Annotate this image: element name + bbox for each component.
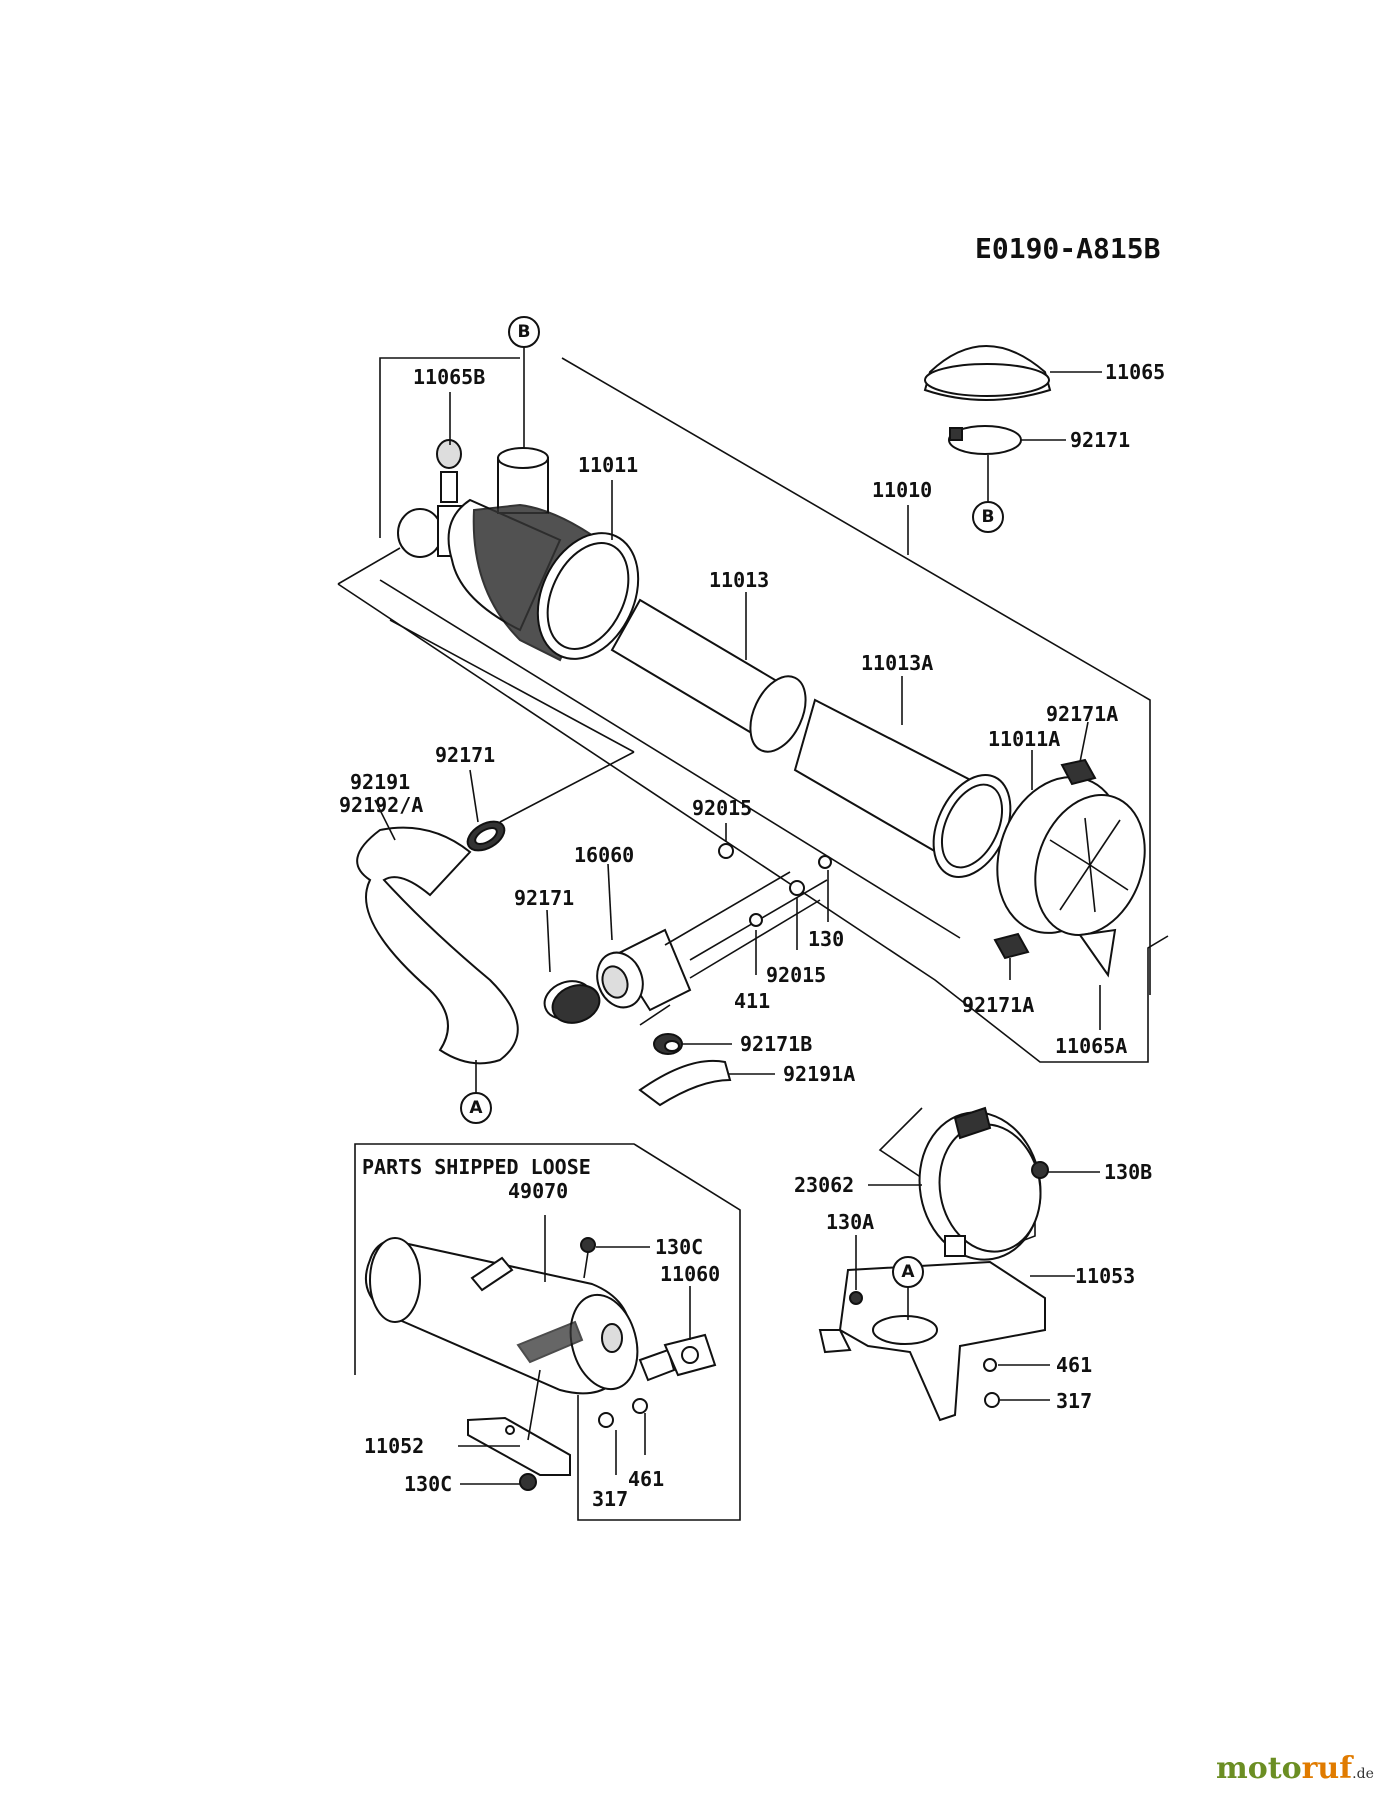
label-11013A: 11013A bbox=[861, 651, 933, 675]
parts-shipped-loose-title: PARTS SHIPPED LOOSE bbox=[362, 1155, 591, 1179]
label-11060: 11060 bbox=[660, 1262, 720, 1286]
label-11052: 11052 bbox=[364, 1434, 424, 1458]
nut-92015-lower bbox=[789, 880, 805, 896]
label-11013: 11013 bbox=[709, 568, 769, 592]
watermark-part2: ruf bbox=[1302, 1751, 1355, 1786]
label-92171A-top: 92171A bbox=[1046, 702, 1118, 726]
nut-317-plate bbox=[984, 1392, 1000, 1408]
long-bolts bbox=[664, 855, 832, 979]
safety-filter-element bbox=[793, 698, 1012, 879]
cover-clip-top-icon bbox=[1060, 758, 1097, 786]
label-92171-hose: 92171 bbox=[435, 743, 495, 767]
label-92191A: 92191A bbox=[783, 1062, 855, 1086]
washer-411 bbox=[749, 913, 763, 927]
label-130C-a: 130C bbox=[655, 1235, 703, 1259]
air-cleaner-band bbox=[918, 1106, 1042, 1261]
label-11065: 11065 bbox=[1105, 360, 1165, 384]
label-461-b: 461 bbox=[1056, 1353, 1092, 1377]
watermark-part1: moto bbox=[1216, 1751, 1302, 1786]
cover-clip-bottom-icon bbox=[993, 932, 1030, 960]
washer-461-plate bbox=[983, 1358, 997, 1372]
ref-circle-b-top bbox=[508, 316, 540, 348]
top-hose-clamp bbox=[948, 425, 1022, 455]
hose-clamp-upper bbox=[466, 820, 506, 852]
bolt-130a bbox=[849, 1291, 863, 1305]
air-cleaner-cover bbox=[996, 776, 1146, 978]
label-92171-top: 92171 bbox=[1070, 428, 1130, 452]
label-16060: 16060 bbox=[574, 843, 634, 867]
small-hose bbox=[638, 1059, 732, 1107]
label-49070: 49070 bbox=[508, 1179, 568, 1203]
label-130A: 130A bbox=[826, 1210, 874, 1234]
label-92191: 92191 bbox=[350, 770, 410, 794]
nut-317-muffler bbox=[598, 1412, 614, 1428]
air-cleaner-housing bbox=[397, 439, 640, 662]
label-130B: 130B bbox=[1104, 1160, 1152, 1184]
label-23062: 23062 bbox=[794, 1173, 854, 1197]
air-cleaner-assembly bbox=[337, 357, 1169, 1063]
bolt-130b bbox=[1031, 1161, 1049, 1179]
precleaner-cap bbox=[923, 345, 1052, 401]
washer-461-muffler bbox=[632, 1398, 648, 1414]
label-11011: 11011 bbox=[578, 453, 638, 477]
nut-92015-upper bbox=[718, 843, 734, 859]
muffler bbox=[365, 1237, 676, 1395]
label-11011A: 11011A bbox=[988, 727, 1060, 751]
ref-a-hose-label: A bbox=[469, 1098, 483, 1118]
muffler-gasket bbox=[663, 1333, 717, 1377]
label-130: 130 bbox=[808, 927, 844, 951]
label-317-b: 317 bbox=[1056, 1389, 1092, 1413]
intake-hose bbox=[356, 826, 519, 1065]
watermark-suffix: .de bbox=[1352, 1766, 1374, 1782]
label-92171-mid: 92171 bbox=[514, 886, 574, 910]
ref-b-right-label: B bbox=[982, 507, 995, 527]
bolt-130c-upper bbox=[580, 1237, 596, 1279]
ref-circle-a-hose bbox=[460, 1092, 492, 1124]
watermark-logo: motoruf.de bbox=[1216, 1751, 1374, 1786]
label-92192A: 92192/A bbox=[339, 793, 423, 817]
label-11053: 11053 bbox=[1075, 1264, 1135, 1288]
part-labels: 11065B 11011 11010 11065 92171 11013 110… bbox=[339, 360, 1165, 1511]
label-92015-b: 92015 bbox=[766, 963, 826, 987]
label-11065A: 11065A bbox=[1055, 1034, 1127, 1058]
ref-circle-b-right bbox=[972, 501, 1004, 533]
intake-elbow bbox=[596, 928, 692, 1012]
hose-clamp-lower bbox=[543, 980, 601, 1024]
label-92171B: 92171B bbox=[740, 1032, 812, 1056]
label-130C-b: 130C bbox=[404, 1472, 452, 1496]
label-11010: 11010 bbox=[872, 478, 932, 502]
bolt-130c-lower bbox=[519, 1473, 537, 1491]
ref-b-top-label: B bbox=[518, 322, 531, 342]
label-317-a: 317 bbox=[592, 1487, 628, 1511]
label-11065B: 11065B bbox=[413, 365, 485, 389]
mounting-plate bbox=[818, 1260, 1046, 1422]
primary-filter-element bbox=[610, 598, 807, 753]
small-hose-clamp bbox=[653, 1033, 683, 1055]
ref-a-plate-label: A bbox=[901, 1262, 915, 1282]
diagram-code: E0190-A815B bbox=[975, 232, 1160, 265]
label-92015-a: 92015 bbox=[692, 796, 752, 820]
parts-shipped-loose-box bbox=[354, 1143, 741, 1521]
label-461-a: 461 bbox=[628, 1467, 664, 1491]
label-92171A-bot: 92171A bbox=[962, 993, 1034, 1017]
svg-text:motoruf.de: motoruf.de bbox=[1216, 1751, 1374, 1786]
label-411: 411 bbox=[734, 989, 770, 1013]
